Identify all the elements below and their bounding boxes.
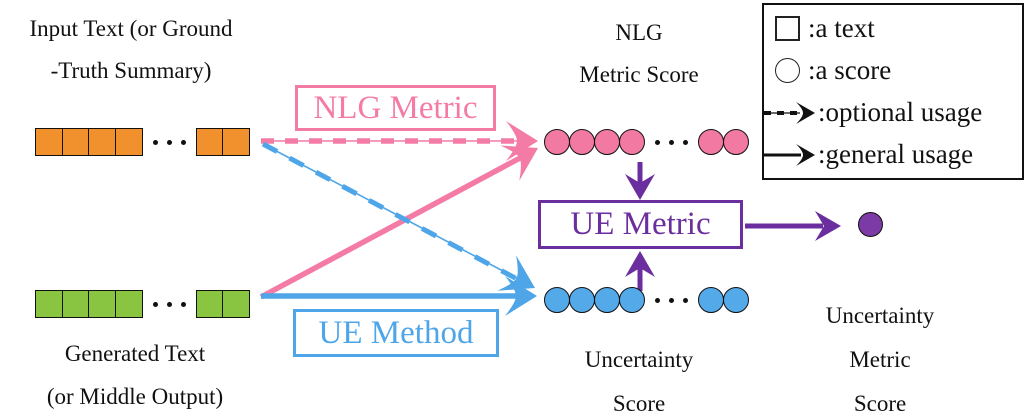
uncertainty-score-circles (544, 287, 749, 313)
score-circle (619, 287, 645, 313)
uncertainty-score-label-line1: Uncertainty (584, 347, 694, 372)
generated-text-label-line2: (or Middle Output) (46, 384, 224, 409)
score-circle (619, 129, 645, 155)
score-circle (544, 129, 570, 155)
nlg-metric-score-label-line2: Metric Score (579, 62, 699, 87)
square-icon (775, 15, 800, 41)
nlg-metric-box: NLG Metric (295, 85, 496, 131)
text-token-square (61, 128, 90, 156)
ue-metric-output-arrow (745, 211, 841, 241)
ue-optional-dashed-arrow (261, 141, 535, 291)
text-token-square (35, 290, 63, 318)
score-circle (698, 129, 724, 155)
score-circle (544, 287, 570, 313)
uncertainty-metric-score-circle (858, 212, 883, 237)
score-circle (698, 287, 724, 313)
generated-text-tokens (35, 290, 250, 318)
text-token-square (222, 128, 250, 156)
generated-text-label: Generated Text (or Middle Output) (0, 332, 270, 418)
uncertainty-score-label: Uncertainty Score (558, 338, 720, 419)
text-token-square (222, 290, 250, 318)
ellipsis-dots (152, 301, 186, 307)
legend-row-general: :general usage (764, 139, 1022, 170)
text-token-square (35, 128, 63, 156)
uncertainty-score-to-ue-metric-arrow (625, 251, 655, 291)
ellipsis-dots (655, 297, 688, 303)
input-text-label: Input Text (or Ground -Truth Summary) (0, 8, 262, 92)
generated-text-label-line1: Generated Text (64, 341, 206, 366)
nlg-general-solid-arrow (259, 145, 538, 300)
legend-row-score: :a score (764, 55, 1022, 86)
ue-method-box-label: UE Method (318, 314, 474, 351)
nlg-metric-score-label: NLG Metric Score (558, 12, 720, 96)
ellipsis-dots (152, 139, 186, 145)
ue-metric-box: UE Metric (538, 200, 743, 249)
nlg-metric-box-label: NLG Metric (313, 89, 478, 126)
input-text-tokens (35, 128, 250, 156)
score-circle (723, 129, 749, 155)
text-token-square (195, 128, 224, 156)
circle-icon (775, 57, 800, 83)
ue-method-box: UE Method (293, 309, 499, 357)
uncertainty-metric-score-label-line3: Score (853, 391, 907, 416)
legend-row-text: :a text (764, 13, 1022, 44)
dashed-arrow-icon (764, 101, 815, 124)
ellipsis-dots (655, 139, 688, 145)
text-token-square (195, 290, 224, 318)
uncertainty-metric-score-label-line1: Uncertainty (825, 303, 935, 328)
legend-label: :general usage (818, 139, 974, 170)
uncertainty-metric-score-label: Uncertainty Metric Score (798, 294, 962, 419)
score-circle (723, 287, 749, 313)
nlg-score-to-ue-metric-arrow (625, 162, 655, 200)
score-circle (594, 129, 620, 155)
legend-label: :a score (808, 54, 892, 85)
text-token-square (114, 290, 143, 318)
text-token-square (88, 290, 116, 318)
text-token-square (61, 290, 90, 318)
nlg-score-circles (544, 129, 749, 155)
score-circle (569, 287, 595, 313)
legend-label: :a text (808, 12, 875, 43)
uncertainty-metric-score-label-line2: Metric (849, 347, 911, 372)
solid-arrow-icon (764, 143, 815, 166)
input-text-label-line2: -Truth Summary) (50, 58, 212, 83)
score-circle (569, 129, 595, 155)
legend-label: :optional usage (818, 97, 983, 128)
ue-general-solid-arrow (261, 276, 537, 316)
ue-metric-box-label: UE Metric (570, 206, 711, 242)
legend-row-optional: :optional usage (764, 97, 1022, 128)
score-circle (594, 287, 620, 313)
text-token-square (114, 128, 143, 156)
legend: :a text :a score :optional usage :genera… (762, 3, 1024, 180)
text-token-square (88, 128, 116, 156)
nlg-metric-score-label-line1: NLG (615, 20, 663, 45)
input-text-label-line1: Input Text (or Ground (29, 16, 233, 41)
uncertainty-score-label-line2: Score (612, 391, 666, 416)
